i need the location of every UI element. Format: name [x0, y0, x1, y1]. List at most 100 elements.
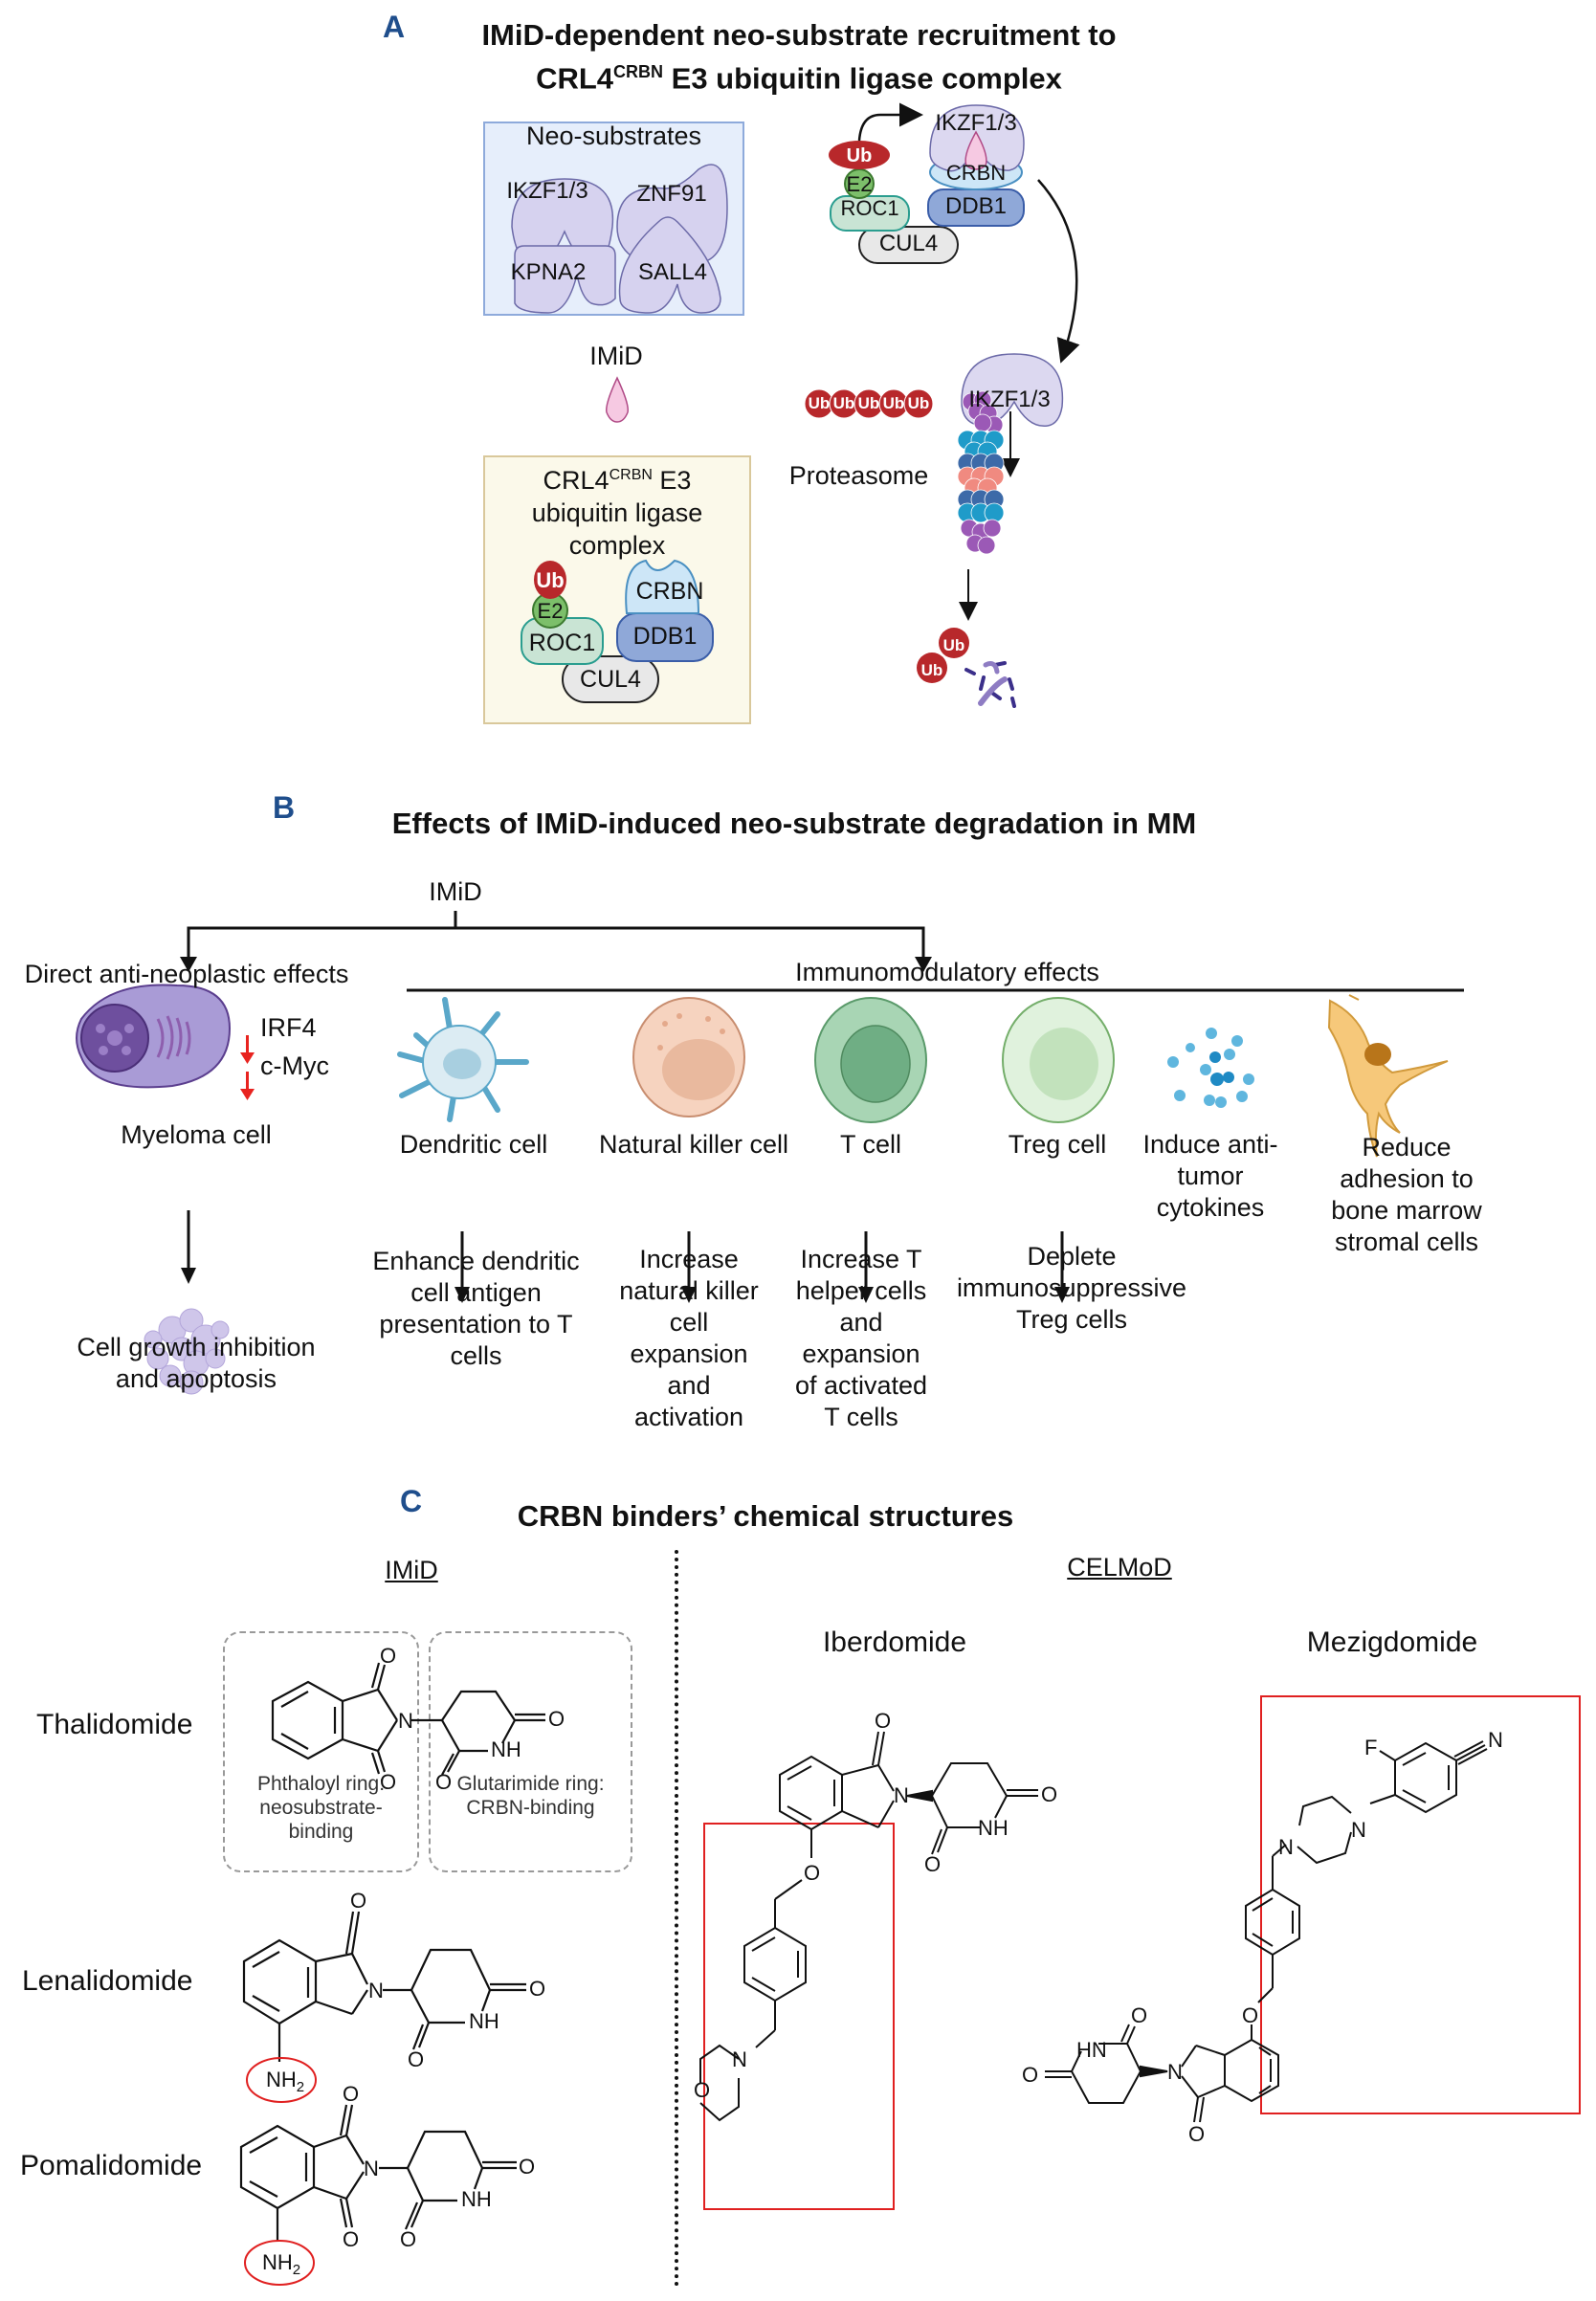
crl4-box-title: CRL4CRBN E3 ubiquitin ligase complex: [531, 466, 703, 560]
ub-chain-bead: [903, 388, 934, 419]
celmod-header: CELMoD: [1067, 1553, 1172, 1582]
glutarimide-note: Glutarimide ring: CRBN-binding: [456, 1773, 605, 1819]
svg-text:F: F: [1364, 1736, 1377, 1759]
sall4-shape: [618, 216, 721, 314]
stromal-label: Reduce adhesion to bone marrow stromal c…: [1331, 1133, 1482, 1256]
svg-text:O: O: [529, 1977, 545, 2001]
svg-text:O: O: [694, 2078, 710, 2102]
svg-text:NH: NH: [978, 1816, 1009, 1840]
complex-crbn: CRBN: [945, 161, 1007, 185]
immuno-branch-arrow: [915, 957, 932, 972]
dendritic-cell-icon: [397, 997, 529, 1122]
cytokines-icon: [1167, 1028, 1254, 1108]
neo-item-sall4: SALL4: [637, 259, 708, 285]
compound-thalidomide: Thalidomide: [36, 1709, 193, 1740]
neo-substrates-title: Neo-substrates: [525, 122, 702, 150]
crl-roc1: ROC1: [528, 630, 596, 656]
myeloma-cell-label: Myeloma cell: [121, 1120, 272, 1149]
kpna2-shape: [514, 245, 616, 314]
panel-c-letter: C: [400, 1484, 423, 1518]
neo-substrate-shapes: [511, 164, 728, 314]
panel-c-title: CRBN binders’ chemical structures: [517, 1499, 1014, 1533]
compound-mezigdomide: Mezigdomide: [1306, 1626, 1478, 1658]
svg-text:NH: NH: [491, 1737, 521, 1761]
cul4-shape-r: [858, 226, 959, 264]
phthaloyl-note: Phthaloyl ring: neosubstrate- binding: [256, 1773, 386, 1843]
crl4-box: [483, 455, 751, 724]
svg-text:O: O: [1022, 2063, 1038, 2087]
nh2-highlight: [246, 2057, 317, 2103]
svg-text:NH: NH: [461, 2187, 492, 2211]
stromal-cell-icon: [1327, 994, 1449, 1158]
branch-line: [187, 926, 925, 959]
svg-text:O: O: [548, 1707, 565, 1731]
ub-chain: Ub Ub Ub Ub Ub: [808, 394, 930, 412]
immuno-branch-label: Immunomodulatory effects: [795, 958, 1099, 986]
complex-ddb1: DDB1: [944, 193, 1008, 219]
released-ub-1: Ub: [942, 636, 965, 654]
ubiquitination-arrow: [1037, 179, 1080, 364]
svg-text:N: N: [368, 1979, 384, 2002]
section-divider: [675, 1550, 678, 2287]
svg-text:N: N: [398, 1709, 413, 1733]
nk-cell-label: Natural killer cell: [598, 1130, 789, 1159]
apoptosis-icon: [144, 1308, 230, 1395]
dendritic-arrow: [454, 1287, 470, 1303]
mezigdomide-structure: F N N N O N O O HN O: [1022, 1728, 1503, 2146]
iberdomide-highlight: [703, 1823, 895, 2210]
treg-arrow: [1054, 1287, 1070, 1303]
svg-text:O: O: [435, 1770, 452, 1794]
panel-a-title-line1: IMiD-dependent neo-substrate recruitment…: [481, 18, 1117, 52]
panel-a-letter: A: [383, 10, 406, 44]
dendritic-outcome: Enhance dendritic cell antigen presentat…: [372, 1247, 580, 1370]
crl-ub: Ub: [536, 568, 565, 592]
svg-text:O: O: [1041, 1782, 1057, 1806]
myeloma-outcome: Cell growth inhibition and apoptosis: [77, 1333, 316, 1393]
proteasome-icon: [957, 390, 1005, 555]
direct-branch-label: Direct anti-neoplastic effects: [24, 960, 349, 988]
svg-text:O: O: [408, 2047, 424, 2071]
panel-b-tree: [76, 911, 1464, 1395]
svg-text:N: N: [894, 1783, 909, 1807]
complex-e2: E2: [846, 172, 873, 196]
svg-text:N: N: [1167, 2060, 1183, 2084]
svg-text:O: O: [343, 2082, 359, 2106]
cul4-shape: [562, 655, 659, 703]
crbn-shape: [625, 559, 700, 614]
svg-text:O: O: [519, 2155, 535, 2179]
neo-item-znf91: ZNF91: [636, 181, 707, 207]
peptide-fragments: [964, 661, 1016, 708]
nh2-highlight: [244, 2240, 315, 2286]
nk-outcome: Increase natural killer cell expansion a…: [619, 1245, 759, 1431]
ub-shape: [534, 561, 566, 599]
svg-text:O: O: [1131, 2003, 1147, 2027]
nk-arrow: [681, 1287, 697, 1303]
complex-substrate: IKZF1/3: [935, 110, 1017, 136]
treg-cell-icon: [1002, 997, 1115, 1123]
glutarimide-region: [429, 1631, 632, 1872]
compound-pomalidomide: Pomalidomide: [20, 2150, 203, 2181]
down-arrow-icon: [240, 1035, 255, 1100]
lenalidomide-structure: O N O NH O NH2: [242, 1889, 545, 2103]
neo-item-kpna2: KPNA2: [510, 259, 587, 285]
svg-text:N: N: [364, 2157, 379, 2180]
svg-text:N: N: [1278, 1835, 1294, 1859]
ub-shape-r: [829, 141, 890, 169]
released-ub: [939, 628, 969, 658]
thalidomide-structure: O O N O NH O: [271, 1644, 565, 1794]
complex-roc1: ROC1: [840, 196, 899, 220]
iberdomide-structure: O N O NH O O N O: [694, 1709, 1057, 2122]
crl-e2: E2: [537, 599, 564, 623]
panel-a-title-line2: CRL4CRBN E3 ubiquitin ligase complex: [536, 61, 1062, 96]
imid-header: IMiD: [385, 1556, 438, 1584]
proteasome-label: Proteasome: [788, 461, 929, 490]
phthaloyl-region: [223, 1631, 419, 1872]
compound-lenalidomide: Lenalidomide: [22, 1965, 193, 1997]
t-cell-outcome: Increase T helper cells and expansion of…: [794, 1245, 928, 1431]
marker-irf4: IRF4: [260, 1013, 317, 1042]
crl4-complex-diagram: [521, 559, 714, 703]
pomalidomide-structure: O N O O NH O NH2: [239, 2082, 535, 2286]
imid-drop-r: [964, 130, 987, 170]
svg-text:NH2: NH2: [266, 2068, 304, 2095]
imid-label-a: IMiD: [589, 342, 643, 370]
